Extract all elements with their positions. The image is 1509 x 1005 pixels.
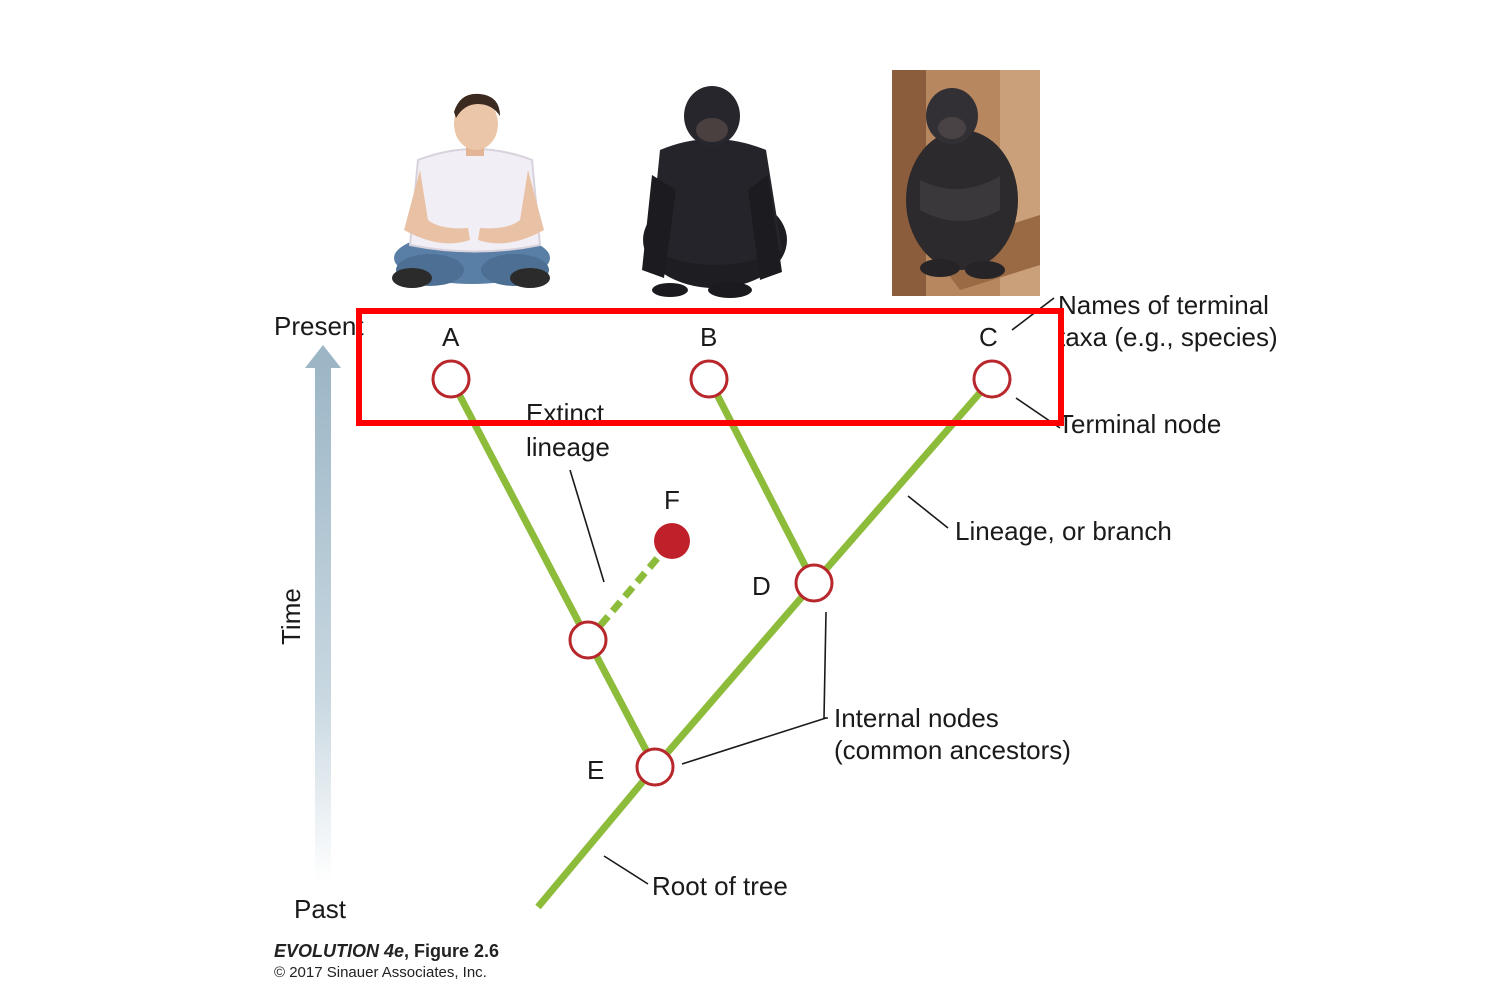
figure-credit: EVOLUTION 4e, Figure 2.6 © 2017 Sinauer … [274, 941, 499, 981]
time-axis: Present Past Time [274, 311, 364, 924]
terminal-node-c [974, 361, 1010, 397]
credit-copyright: © 2017 Sinauer Associates, Inc. [274, 964, 487, 981]
node-label-c: C [979, 322, 998, 352]
bonobo-photo [892, 70, 1040, 296]
annotations: Names of terminal taxa (e.g., species) T… [526, 290, 1278, 901]
present-label: Present [274, 311, 364, 341]
terminal-node-b [691, 361, 727, 397]
leader-extinct-lineage [570, 470, 604, 582]
terminal-node-label: Terminal node [1058, 409, 1221, 439]
node-label-a: A [442, 322, 460, 352]
internal-nodes-label-line2: (common ancestors) [834, 735, 1071, 765]
node-label-b: B [700, 322, 717, 352]
credit-title: EVOLUTION 4e [274, 941, 404, 961]
time-label: Time [276, 588, 306, 645]
leader-lineage-branch [908, 496, 948, 528]
time-arrow-head [305, 345, 341, 368]
lineage-branch-label: Lineage, or branch [955, 516, 1172, 546]
internal-node-d [796, 565, 832, 601]
past-label: Past [294, 894, 347, 924]
branch-d-c [814, 379, 992, 583]
internal-node-e [637, 749, 673, 785]
human-photo [392, 94, 550, 288]
credit-figure: , Figure 2.6 [404, 941, 499, 961]
leader-internal-e [682, 718, 826, 764]
svg-text:EVOLUTION 4e, Figure 2.6: EVOLUTION 4e, Figure 2.6 [274, 941, 499, 961]
node-label-e: E [587, 755, 604, 785]
branch-d-b [709, 379, 814, 583]
extinct-node-f [654, 523, 690, 559]
terminal-taxa-label-line1: Names of terminal [1058, 290, 1269, 320]
time-arrow-shaft [315, 362, 331, 882]
internal-nodes-label-line1: Internal nodes [834, 703, 999, 733]
root-of-tree-label: Root of tree [652, 871, 788, 901]
internal-node-ancestor-af [570, 622, 606, 658]
terminal-node-a [433, 361, 469, 397]
node-label-f: F [664, 485, 680, 515]
leader-root [604, 856, 648, 884]
leader-internal-d [824, 612, 828, 718]
branch-e-internal [588, 640, 655, 767]
terminal-taxa-label-line2: taxa (e.g., species) [1058, 322, 1278, 352]
root-branch [538, 767, 655, 907]
chimpanzee-photo [642, 86, 787, 298]
node-label-d: D [752, 571, 771, 601]
branch-e-d [655, 583, 814, 767]
extinct-lineage-label-line2: lineage [526, 432, 610, 462]
